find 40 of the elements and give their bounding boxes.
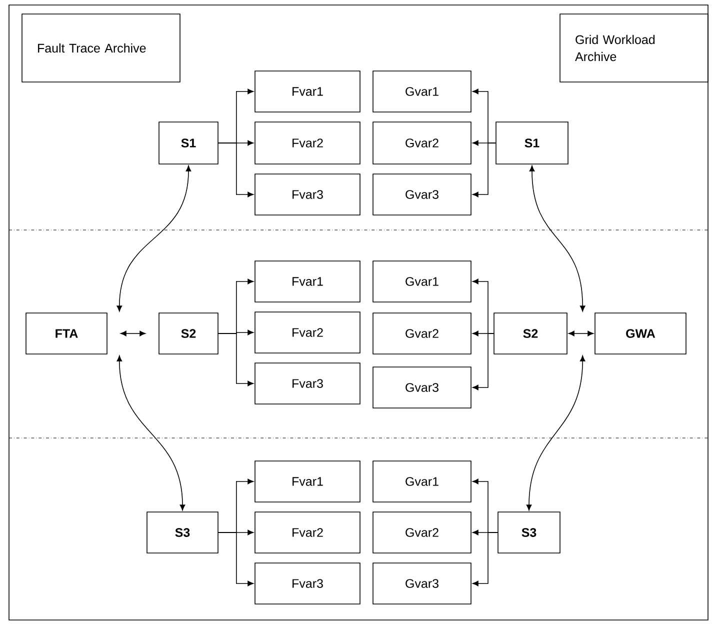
- variable-box: Fvar2: [254, 312, 360, 354]
- arrow: [116, 355, 186, 511]
- source-box: S1: [496, 122, 568, 164]
- arrow: [218, 333, 254, 386]
- arrow: [568, 330, 594, 336]
- archive-box: FTA: [26, 312, 108, 354]
- variable-box: Gvar3: [372, 366, 472, 408]
- arrow: [218, 142, 254, 198]
- variable-box: Gvar1: [372, 70, 472, 112]
- source-box: S1: [158, 122, 218, 164]
- variable-box: Gvar2: [372, 312, 472, 354]
- variable-box: Gvar1: [372, 260, 472, 302]
- variable-box: Fvar1: [254, 260, 360, 302]
- arrow: [116, 165, 192, 312]
- variable-box: Gvar1: [372, 460, 472, 502]
- variable-box: Fvar3: [254, 174, 360, 216]
- source-box: S3: [498, 512, 560, 554]
- arrow: [472, 333, 494, 390]
- source-box: S3: [146, 512, 218, 554]
- arrow: [120, 330, 146, 336]
- archive-box: GWA: [594, 312, 686, 354]
- arrow: [472, 532, 498, 586]
- variable-box: Gvar2: [372, 122, 472, 164]
- variable-box: Gvar3: [372, 562, 472, 604]
- arrow: [526, 355, 586, 511]
- arrow: [529, 165, 586, 312]
- variable-box: Gvar2: [372, 512, 472, 554]
- arrow: [218, 532, 254, 586]
- source-box: S2: [158, 312, 218, 354]
- variable-box: Fvar1: [254, 460, 360, 502]
- variable-box: Fvar3: [254, 362, 360, 404]
- variable-box: Fvar2: [254, 512, 360, 554]
- archive-box: Fault Trace Archive: [22, 14, 180, 82]
- variable-box: Gvar3: [372, 174, 472, 216]
- variable-box: Fvar2: [254, 122, 360, 164]
- source-box: S2: [494, 312, 568, 354]
- variable-box: Fvar3: [254, 562, 360, 604]
- variable-box: Fvar1: [254, 70, 360, 112]
- archive-box: Grid Workload Archive: [560, 14, 708, 82]
- arrow: [472, 142, 496, 198]
